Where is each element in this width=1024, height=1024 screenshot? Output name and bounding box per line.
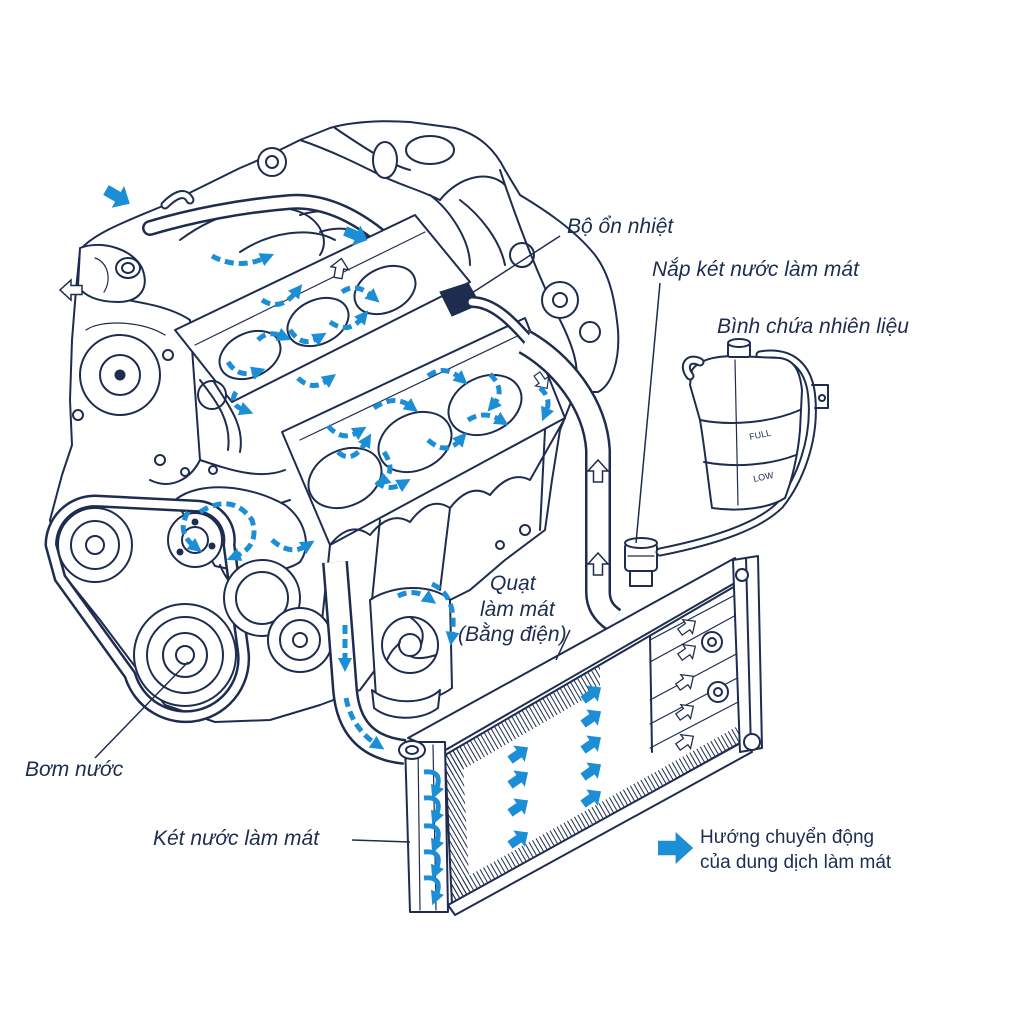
flow-arrow-dashed [343, 697, 385, 750]
legend-line2: của dung dịch làm mát [700, 852, 892, 873]
radiator-fins [445, 665, 600, 780]
flow-arrow-dashed [296, 374, 337, 389]
flow-arrow-dashed [326, 424, 367, 441]
thermostat [439, 282, 536, 348]
flow-arrow-dashed [430, 581, 460, 646]
cooling-fan [369, 587, 453, 719]
flow-arrow-dashed [225, 360, 266, 380]
flow-arrow-dashed [328, 310, 369, 331]
accessory-pulley [223, 559, 333, 673]
radiator-bottom-rail [447, 739, 753, 916]
flow-arrow [99, 179, 137, 215]
fan-label-line1: Quạt [490, 572, 537, 595]
flow-arrow-curved [423, 875, 444, 906]
intake-duct [77, 243, 146, 303]
labels: Bộ ổn nhiệt Nắp két nước làm mát Bình ch… [25, 215, 909, 850]
flow-arrow-dashed [270, 538, 315, 555]
drive-belt [44, 494, 251, 724]
thermostat-label: Bộ ổn nhiệt [567, 215, 674, 238]
legend-line1: Hướng chuyển động [700, 827, 874, 848]
legend-flow-arrow [658, 832, 694, 864]
flow-arrow-dashed [210, 253, 275, 267]
flow-arrow-dashed [287, 328, 327, 347]
idler-pulley [57, 507, 133, 583]
fan-label-line3: (Bằng điện) [458, 623, 567, 646]
engine [44, 120, 622, 765]
top-hose [142, 190, 388, 244]
crank-pulley [133, 603, 237, 707]
tank-full-mark: FULL [748, 428, 772, 442]
flow-arrow-curved [423, 849, 444, 880]
coolant-reservoir: FULL LOW [655, 338, 829, 557]
leader-lines [94, 235, 661, 843]
fan-label-line2: làm mát [480, 598, 556, 621]
front-cylinder-head [281, 317, 566, 546]
radiator-connector [701, 631, 729, 703]
tank-low-mark: LOW [752, 470, 775, 484]
radiator-flow-arrows [423, 613, 701, 906]
flow-arrow-dashed [230, 390, 254, 416]
flow-arrow-curved [423, 823, 444, 854]
radiator-cap [624, 537, 658, 587]
radiator-fins [445, 745, 470, 905]
water-pump-label: Bơm nước [25, 758, 124, 781]
flow-arrow-dashed [396, 589, 437, 604]
radiator-cap-label: Nắp két nước làm mát [652, 258, 860, 281]
radiator-label: Két nước làm mát [153, 827, 320, 850]
reservoir-label: Bình chứa nhiên liệu [717, 315, 909, 338]
flow-arrow-dashed [198, 501, 257, 561]
rear-cylinder-head [174, 214, 471, 453]
engine-flow-arrows [59, 179, 609, 750]
flow-arrow-dashed [340, 285, 380, 303]
flow-arrow-dashed [374, 479, 411, 493]
flow-arrow-curved [423, 795, 444, 826]
flow-arrow-dashed [487, 372, 502, 412]
flow-arrow-dashed [336, 433, 372, 460]
flow-arrow-dashed [260, 284, 303, 307]
flow-arrow-dashed [426, 368, 468, 385]
radiator-fins [452, 722, 745, 905]
legend: Hướng chuyển động của dung dịch làm mát [658, 827, 892, 873]
flow-arrow-dashed [426, 432, 467, 451]
flow-arrow-dashed [466, 411, 509, 426]
flow-arrow-dashed [376, 450, 393, 487]
radiator-right-tank [732, 555, 763, 753]
flow-arrow-dashed [180, 510, 202, 553]
flow-arrow-dashed [256, 327, 292, 342]
flow-arrow-curved [423, 769, 444, 800]
timing-cover [72, 289, 218, 485]
upper-radiator-pipe [518, 330, 622, 631]
flow-arrow-dashed [538, 386, 555, 422]
water-pump-pulley [167, 512, 223, 568]
flow-arrow-dashed [372, 397, 419, 412]
